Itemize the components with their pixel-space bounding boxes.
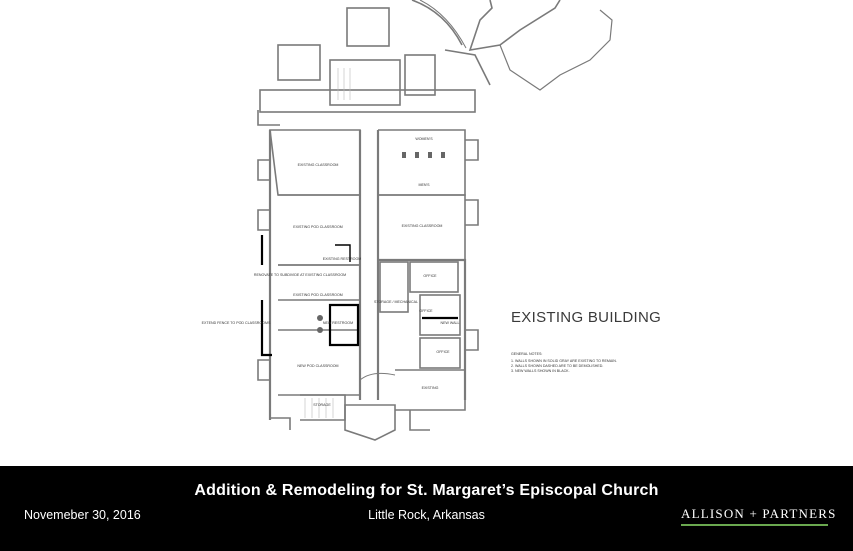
plan-heading: EXISTING BUILDING bbox=[511, 309, 661, 326]
room-label-storage-mechanical: STORAGE / MECHANICAL bbox=[374, 300, 418, 304]
room-label-renovate-note: RENOVATE TO SUBDIVIDE AT EXISTING CLASSR… bbox=[254, 273, 346, 277]
bottom-right-step bbox=[409, 410, 430, 431]
general-note-item: 2. WALLS SHOWN DASHED ARE TO BE DEMOLISH… bbox=[511, 364, 603, 368]
new-fence-segment-2 bbox=[260, 300, 272, 357]
toilet-fixture bbox=[402, 152, 406, 158]
upper-center-block bbox=[329, 59, 401, 106]
toilet-fixture bbox=[441, 152, 445, 158]
room-label-womens: WOMEN'S bbox=[415, 137, 433, 141]
west-tab-3 bbox=[257, 359, 270, 381]
room-label-existing-classroom-right: EXISTING CLASSROOM bbox=[402, 224, 443, 228]
bottom-entry bbox=[344, 404, 396, 441]
toilet-fixture bbox=[428, 152, 432, 158]
top-curve-wall-inner bbox=[419, 0, 467, 49]
new-restroom-door bbox=[335, 244, 351, 262]
room-label-office-3: OFFICE bbox=[436, 350, 450, 354]
room-label-existing-pod-classroom-2: EXISTING POD CLASSROOM bbox=[293, 293, 343, 297]
general-note-item: 1. WALLS SHOWN IN SOLID GRAY ARE EXISTIN… bbox=[511, 359, 617, 363]
upper-left-block bbox=[277, 44, 321, 81]
room-label-office-2: OFFICE bbox=[419, 309, 433, 313]
label-new-wall: NEW WALL bbox=[440, 321, 459, 325]
new-toilet-fixture bbox=[317, 327, 323, 333]
room-label-existing-restroom: EXISTING RESTROOM bbox=[323, 257, 362, 261]
project-location: Little Rock, Arkansas bbox=[368, 508, 485, 522]
project-date: Novemeber 30, 2016 bbox=[24, 508, 141, 522]
east-tab-3 bbox=[465, 329, 479, 351]
east-tab-2 bbox=[465, 199, 479, 226]
upper-left-step bbox=[257, 110, 280, 126]
firm-logo: ALLISON + PARTNERS bbox=[681, 506, 837, 526]
new-restroom-walls bbox=[328, 303, 360, 347]
upper-corridor bbox=[259, 89, 476, 113]
top-right-link bbox=[444, 49, 491, 86]
general-note-item: 3. NEW WALLS SHOWN IN BLACK. bbox=[511, 369, 570, 373]
east-tab-1 bbox=[465, 139, 479, 161]
wall-office-1 bbox=[409, 261, 459, 293]
east-exterior-wall bbox=[378, 258, 467, 400]
project-title: Addition & Remodeling for St. Margaret’s… bbox=[194, 482, 659, 499]
firm-logo-underline bbox=[681, 524, 828, 526]
wall-storage bbox=[379, 261, 409, 313]
wall-pod-1 bbox=[278, 194, 361, 266]
west-tab-1 bbox=[257, 159, 270, 181]
upper-right-block bbox=[404, 54, 436, 96]
room-label-existing-classroom-top: EXISTING CLASSROOM bbox=[298, 163, 339, 167]
room-label-storage-bottom: STORAGE bbox=[313, 403, 331, 407]
room-label-existing-pod-classroom-1: EXISTING POD CLASSROOM bbox=[293, 225, 343, 229]
wall-new-pod bbox=[278, 329, 361, 396]
room-label-new-pod-classroom: NEW POD CLASSROOM bbox=[297, 364, 338, 368]
top-courtyard-outline bbox=[346, 7, 390, 47]
top-right-outline bbox=[499, 9, 613, 91]
room-label-office-1: OFFICE bbox=[423, 274, 437, 278]
west-tab-2 bbox=[257, 209, 270, 231]
top-right-wing bbox=[468, 0, 561, 52]
floor-plan-drawing: EXISTING CLASSROOM EXISTING POD CLASSROO… bbox=[202, 0, 661, 441]
room-label-mens: MEN'S bbox=[418, 183, 430, 187]
label-extend-fence: EXTEND FENCE TO POD CLASSROOMS bbox=[202, 321, 271, 325]
firm-name: ALLISON + PARTNERS bbox=[681, 506, 837, 521]
top-curve-wall bbox=[411, 0, 463, 46]
bottom-stair bbox=[300, 394, 346, 421]
wall-office-3 bbox=[419, 337, 461, 369]
room-label-new-restroom: NEW RESTROOM bbox=[323, 321, 353, 325]
new-toilet-fixture bbox=[317, 315, 323, 321]
title-block: Addition & Remodeling for St. Margaret’s… bbox=[0, 466, 853, 551]
floor-plan: EXISTING CLASSROOM EXISTING POD CLASSROO… bbox=[201, 0, 661, 441]
general-notes-title: GENERAL NOTES: bbox=[511, 352, 542, 356]
toilet-fixture bbox=[415, 152, 419, 158]
wall-existing-lower bbox=[395, 369, 466, 411]
bottom-left-buttress bbox=[269, 400, 291, 430]
corridor-curve bbox=[359, 372, 396, 381]
wall-office-2 bbox=[419, 294, 461, 336]
room-label-existing-lower: EXISTING bbox=[422, 386, 439, 390]
